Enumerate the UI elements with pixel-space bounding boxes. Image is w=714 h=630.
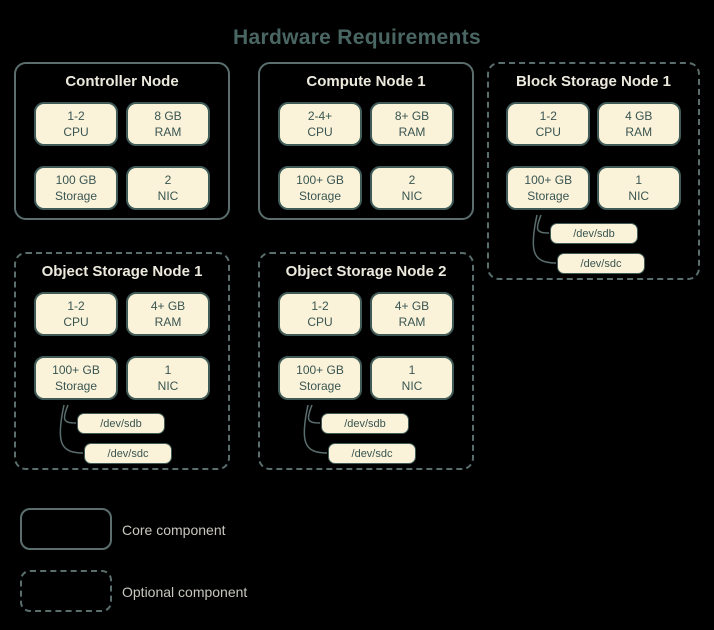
component-unit: CPU xyxy=(307,125,333,139)
node-controller: Controller Node 1-2 CPU 8 GB RAM 100 GB … xyxy=(14,62,230,220)
node-title: Object Storage Node 1 xyxy=(41,263,203,280)
component-ram: 8+ GB RAM xyxy=(370,102,454,146)
component-value: 4+ GB xyxy=(394,298,430,313)
component-value: 1-2 xyxy=(67,108,85,123)
component-value: 100+ GB xyxy=(296,172,344,187)
component-storage: 100+ GB Storage xyxy=(278,356,362,400)
component-value: 1-2 xyxy=(539,108,557,123)
component-unit: NIC xyxy=(628,189,650,203)
component-cpu: 2-4+ CPU xyxy=(278,102,362,146)
node-title: Object Storage Node 2 xyxy=(285,263,447,280)
component-nic: 2 NIC xyxy=(126,166,210,210)
legend-core-swatch xyxy=(20,508,112,550)
component-grid: 1-2 CPU 4 GB RAM 100+ GB Storage 1 NIC xyxy=(489,102,698,210)
component-value: 100+ GB xyxy=(296,362,344,377)
component-value: 4 GB xyxy=(625,108,653,123)
component-grid: 1-2 CPU 4+ GB RAM 100+ GB Storage 1 NIC xyxy=(16,292,228,400)
device-sdb: /dev/sdb xyxy=(550,223,638,244)
component-value: 2-4+ xyxy=(307,108,333,123)
component-unit: CPU xyxy=(63,125,89,139)
component-value: 2 xyxy=(408,172,416,187)
component-value: 100 GB xyxy=(55,172,97,187)
component-grid: 1-2 CPU 8 GB RAM 100 GB Storage 2 NIC xyxy=(16,102,228,210)
component-storage: 100 GB Storage xyxy=(34,166,118,210)
node-block-storage-1: Block Storage Node 1 1-2 CPU 4 GB RAM 10… xyxy=(487,62,700,280)
node-object-storage-1: Object Storage Node 1 1-2 CPU 4+ GB RAM … xyxy=(14,252,230,470)
component-value: 100+ GB xyxy=(52,362,100,377)
component-ram: 8 GB RAM xyxy=(126,102,210,146)
component-unit: NIC xyxy=(401,189,423,203)
component-unit: RAM xyxy=(625,125,653,139)
component-unit: NIC xyxy=(157,379,179,393)
component-value: 1 xyxy=(164,362,172,377)
component-value: 1 xyxy=(408,362,416,377)
node-title: Block Storage Node 1 xyxy=(515,73,672,90)
component-unit: RAM xyxy=(154,125,182,139)
component-ram: 4 GB RAM xyxy=(596,102,681,146)
component-unit: NIC xyxy=(401,379,423,393)
node-title: Compute Node 1 xyxy=(306,73,426,90)
component-unit: Storage xyxy=(298,379,342,393)
node-object-storage-2: Object Storage Node 2 1-2 CPU 4+ GB RAM … xyxy=(258,252,474,470)
component-storage: 100+ GB Storage xyxy=(506,166,591,210)
device-sdc: /dev/sdc xyxy=(328,443,416,464)
legend-optional-swatch xyxy=(20,570,112,612)
device-sdb: /dev/sdb xyxy=(77,413,165,434)
component-unit: CPU xyxy=(535,125,561,139)
component-unit: RAM xyxy=(154,315,182,329)
device-sdc: /dev/sdc xyxy=(84,443,172,464)
component-ram: 4+ GB RAM xyxy=(126,292,210,336)
component-ram: 4+ GB RAM xyxy=(370,292,454,336)
component-grid: 1-2 CPU 4+ GB RAM 100+ GB Storage 1 NIC xyxy=(260,292,472,400)
component-unit: CPU xyxy=(307,315,333,329)
device-sdb: /dev/sdb xyxy=(321,413,409,434)
component-unit: Storage xyxy=(54,189,98,203)
component-unit: CPU xyxy=(63,315,89,329)
component-storage: 100+ GB Storage xyxy=(278,166,362,210)
component-unit: Storage xyxy=(298,189,342,203)
component-value: 1-2 xyxy=(311,298,329,313)
component-unit: NIC xyxy=(157,189,179,203)
component-cpu: 1-2 CPU xyxy=(278,292,362,336)
component-cpu: 1-2 CPU xyxy=(34,102,118,146)
component-value: 1-2 xyxy=(67,298,85,313)
component-value: 100+ GB xyxy=(524,172,573,187)
component-nic: 1 NIC xyxy=(596,166,681,210)
component-unit: RAM xyxy=(398,315,426,329)
component-nic: 1 NIC xyxy=(370,356,454,400)
component-unit: Storage xyxy=(527,189,570,203)
component-unit: Storage xyxy=(54,379,98,393)
component-cpu: 1-2 CPU xyxy=(34,292,118,336)
component-unit: RAM xyxy=(398,125,426,139)
component-value: 2 xyxy=(164,172,172,187)
component-nic: 1 NIC xyxy=(126,356,210,400)
device-sdc: /dev/sdc xyxy=(557,253,645,274)
component-value: 4+ GB xyxy=(150,298,186,313)
diagram-title: Hardware Requirements xyxy=(233,26,481,49)
legend-optional-label: Optional component xyxy=(122,584,248,600)
node-title: Controller Node xyxy=(65,73,179,90)
component-storage: 100+ GB Storage xyxy=(34,356,118,400)
component-grid: 2-4+ CPU 8+ GB RAM 100+ GB Storage 2 NIC xyxy=(260,102,472,210)
component-nic: 2 NIC xyxy=(370,166,454,210)
component-cpu: 1-2 CPU xyxy=(506,102,591,146)
component-value: 8 GB xyxy=(154,108,182,123)
legend-core-label: Core component xyxy=(122,522,226,538)
node-compute-1: Compute Node 1 2-4+ CPU 8+ GB RAM 100+ G… xyxy=(258,62,474,220)
component-value: 1 xyxy=(635,172,643,187)
component-value: 8+ GB xyxy=(394,108,430,123)
